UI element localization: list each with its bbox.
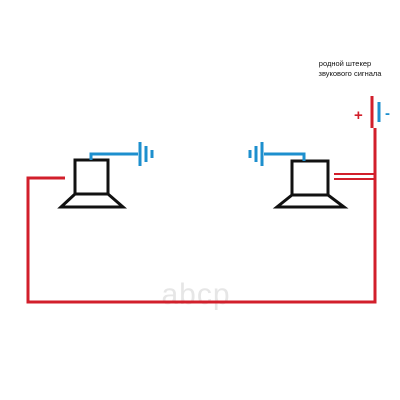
left-horn-speaker <box>57 158 128 209</box>
right-horn-speaker <box>272 159 349 209</box>
watermark-logo: abcp <box>161 278 230 311</box>
connector-label-line2: звукового сигнала <box>319 69 383 78</box>
ground-icon <box>138 142 154 166</box>
left-ground <box>89 142 154 166</box>
horn-speaker-icon <box>272 159 349 209</box>
watermark-text: abcp <box>161 278 230 311</box>
connector-label-line1: родной штекер <box>319 59 371 68</box>
right-ground <box>248 142 306 166</box>
ground-icon <box>248 142 264 166</box>
positive-wire <box>26 128 377 304</box>
minus-sign: - <box>385 105 390 122</box>
battery-icon <box>370 96 381 128</box>
horn-speaker-icon <box>57 158 128 209</box>
plus-sign: + <box>354 107 363 124</box>
